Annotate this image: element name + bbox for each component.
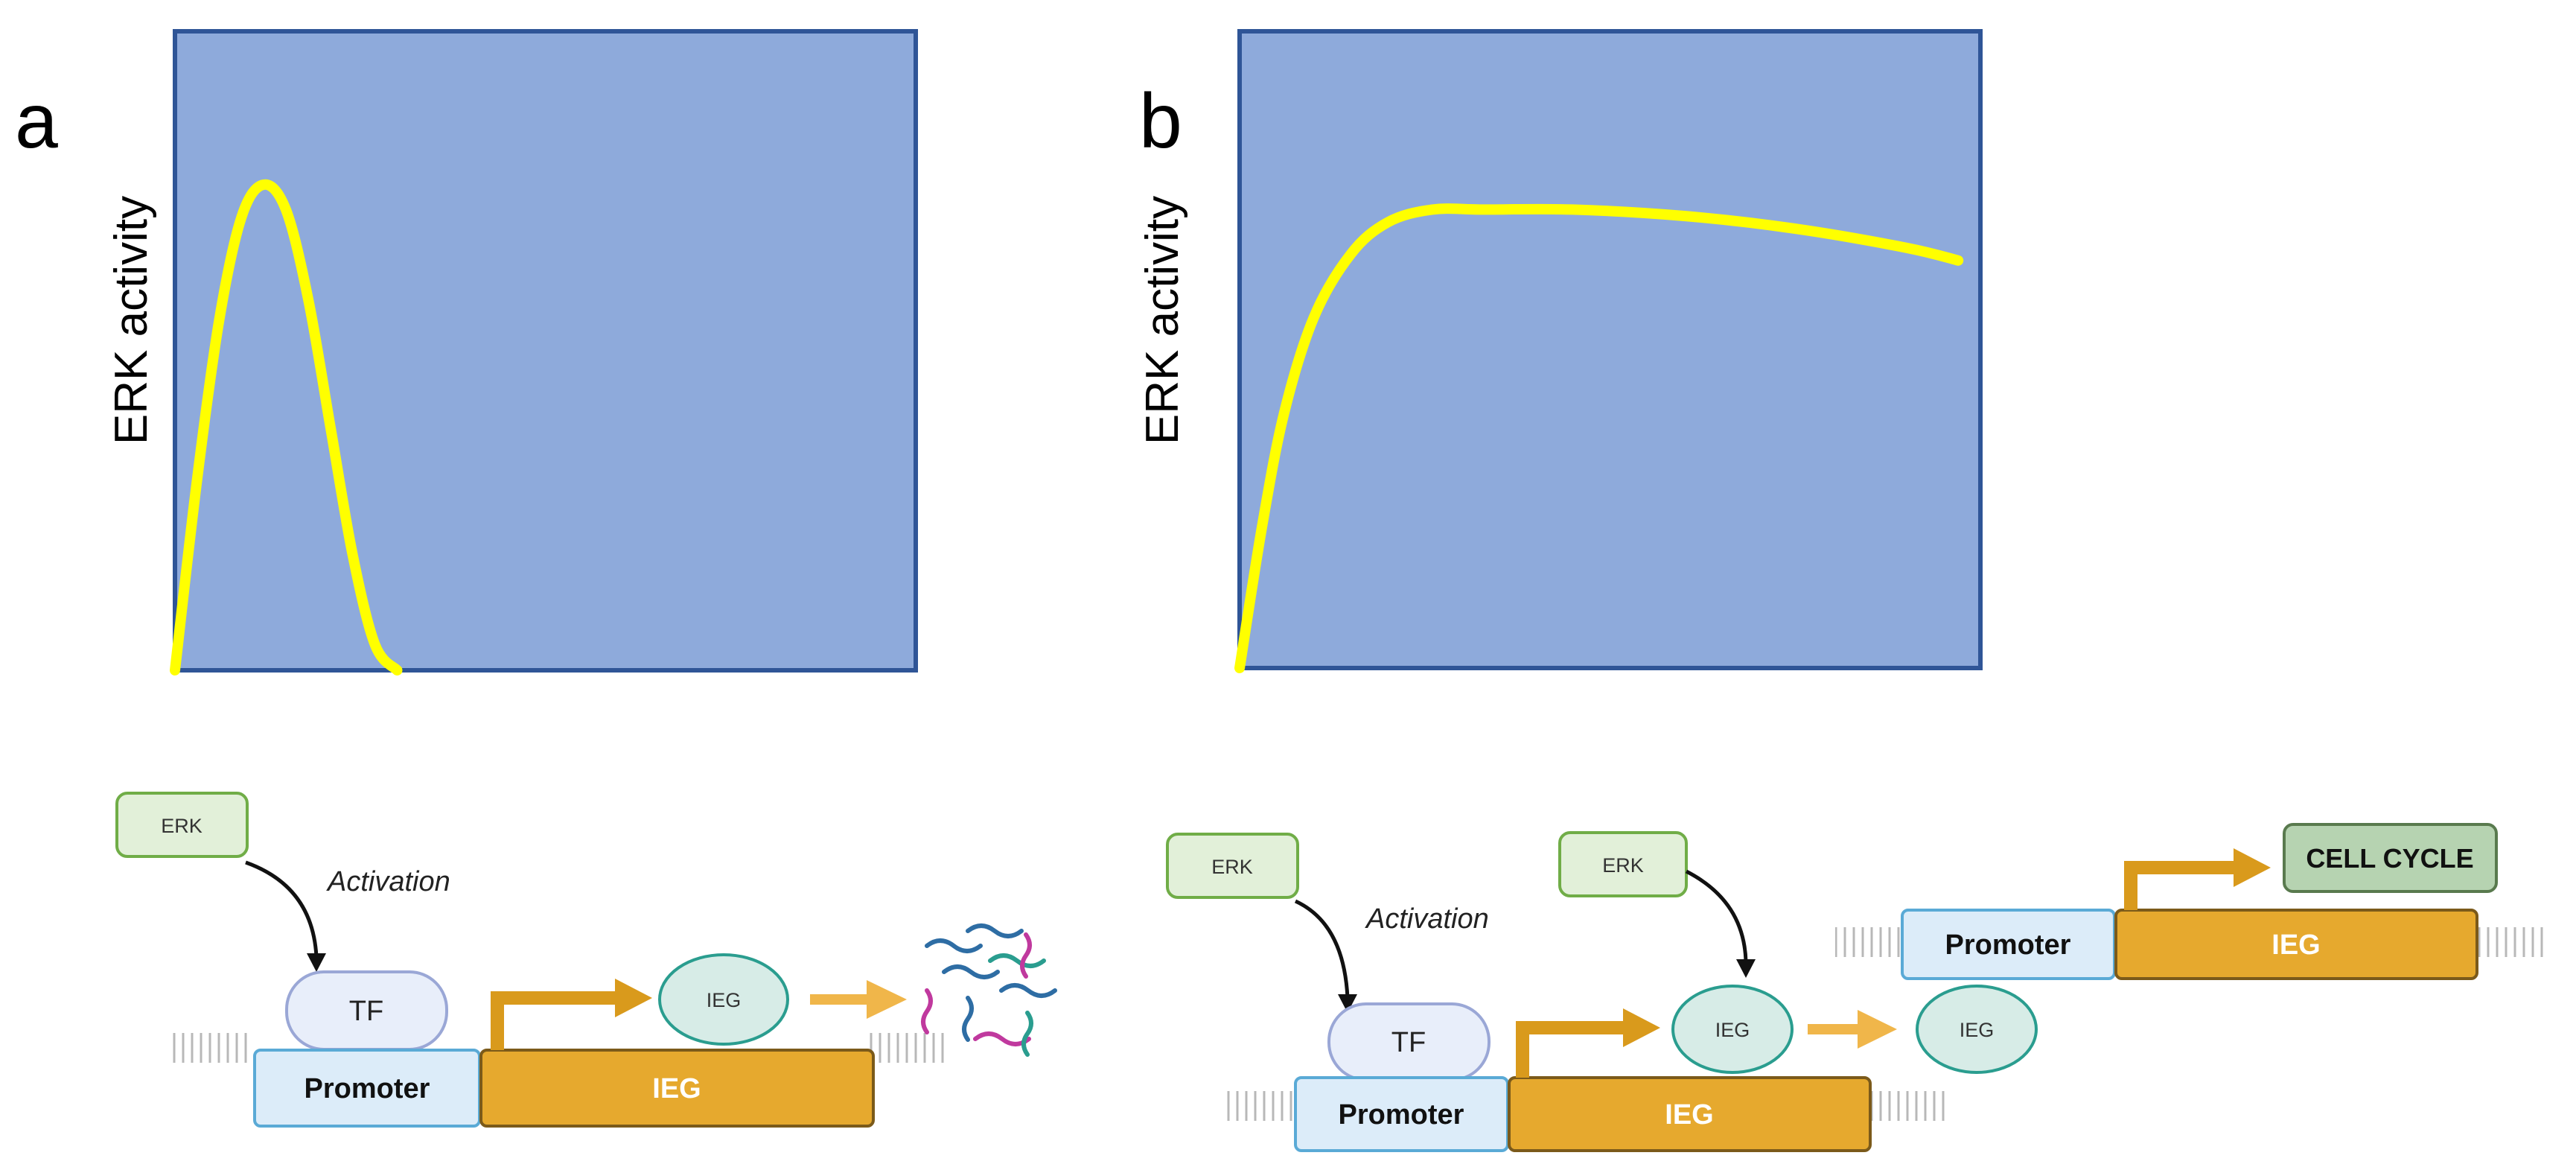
transcription-arrowhead-b1: [1623, 1008, 1660, 1047]
erk-label-b2: ERK: [1602, 854, 1644, 877]
erk-box-b2: [1558, 831, 1688, 897]
dna-strand-left-b2: [1835, 927, 1910, 957]
panel-a-erk-curve: [170, 179, 403, 675]
panel-b-ylabel: ERK activity: [1137, 196, 1188, 445]
erk-box-b1: [1166, 833, 1299, 899]
panel-a-plot-area: [173, 29, 918, 673]
promoter-label-b1: Promoter: [1339, 1099, 1464, 1131]
cell-cycle-box: [2283, 823, 2498, 893]
ieg-gene-box-b1: [1508, 1076, 1872, 1152]
ieg-gene-box-b2: [2114, 909, 2478, 980]
promoter-label-b2: Promoter: [1945, 929, 2071, 961]
panel-b-label: b: [1139, 78, 1182, 165]
activation-arrowhead: [307, 953, 326, 972]
erk-box: [115, 792, 249, 858]
dna-strand-right-b2: [2472, 927, 2546, 957]
panel-a-label: a: [15, 78, 58, 165]
ieg-gene-label-b2: IEG: [2271, 929, 2320, 961]
ieg-product-oval-b2: [1916, 985, 2038, 1074]
panel-a-ylabel: ERK activity: [106, 196, 157, 445]
activation-label-b: Activation: [1365, 903, 1489, 935]
ieg-product-oval: [658, 953, 789, 1046]
mrna-squiggles: [921, 923, 1057, 1057]
transcription-arrowhead: [615, 979, 652, 1017]
dna-strand-right: [864, 1033, 946, 1063]
cell-cycle-label: CELL CYCLE: [2306, 843, 2473, 874]
product-arrowhead-b: [1858, 1010, 1897, 1049]
dna-strand-right-b1: [1865, 1091, 1947, 1121]
erk-label-b1: ERK: [1211, 856, 1253, 878]
product-arrowhead: [867, 980, 907, 1019]
activation-arrowhead-b: [1338, 994, 1357, 1013]
ieg-gene-box: [479, 1049, 875, 1128]
panel-a: a ERK activity: [15, 29, 918, 675]
transcription-arrowhead-b2: [2234, 848, 2271, 887]
dna-strand-left: [170, 1033, 252, 1063]
activation-label: Activation: [326, 866, 450, 897]
transcription-arrow-b1: [1516, 1021, 1627, 1078]
ieg-product-oval-b1: [1671, 985, 1794, 1074]
activation-arrow-b: [1294, 899, 1350, 999]
erk-label: ERK: [161, 815, 203, 837]
panel-b-diagram: ERK Activation TF Promoter IEG IEG ERK I…: [1166, 823, 2546, 1152]
activation-arrowhead-b2: [1736, 959, 1756, 978]
ieg-product-label: IEG: [707, 989, 742, 1011]
tf-label: TF: [349, 996, 383, 1027]
panel-b-erk-curve: [1234, 203, 1964, 673]
tf-label-b: TF: [1391, 1027, 1426, 1058]
ieg-gene-label: IEG: [652, 1073, 701, 1104]
activation-arrow-b2: [1685, 869, 1748, 963]
transcription-arrow: [491, 991, 618, 1050]
panel-b: b ERK activity: [1137, 29, 1983, 673]
transcription-arrow-b2: [2124, 861, 2237, 910]
ieg-gene-label-b1: IEG: [1665, 1099, 1713, 1131]
ieg-product-label-b2: IEG: [1960, 1019, 1995, 1041]
activation-arrow: [245, 860, 319, 958]
panel-a-diagram: ERK Activation TF Promoter IEG IEG: [115, 792, 1057, 1128]
ieg-product-label-b1: IEG: [1715, 1019, 1750, 1041]
promoter-label: Promoter: [305, 1073, 430, 1104]
panel-b-plot-area: [1237, 29, 1983, 670]
